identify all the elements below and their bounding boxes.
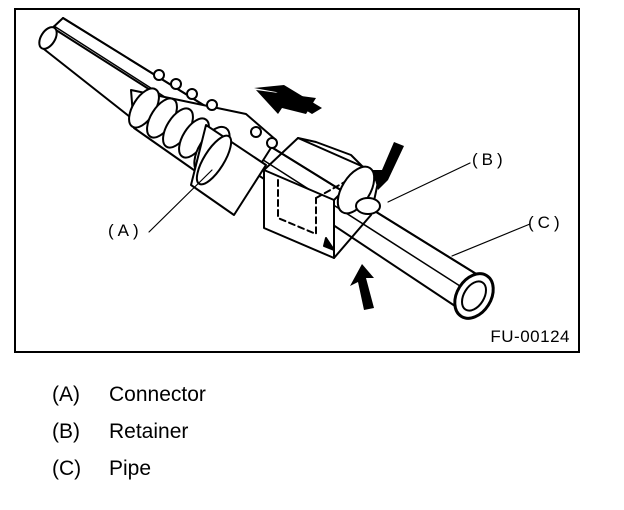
legend-label: Connector (109, 383, 206, 406)
connector-drawing (128, 69, 278, 216)
retainer-drawing (263, 137, 381, 259)
figure-id: FU-00124 (490, 327, 570, 346)
leader-lines (148, 162, 531, 257)
legend-label: Retainer (109, 420, 189, 443)
arrow-press-bottom-icon (350, 264, 374, 310)
callout-a: (A) (108, 221, 143, 240)
connector-pipe-diagram (38, 17, 531, 320)
legend-key: (A) (52, 383, 80, 406)
callout-b: (B) (472, 150, 507, 169)
pipe-drawing (45, 17, 495, 320)
callout-c: (C) (528, 213, 564, 232)
arrows (254, 85, 404, 310)
legend-key: (B) (52, 420, 80, 443)
figure-frame: (A) (B) (C) FU-00124 (14, 8, 580, 353)
arrow-press-top-icon (372, 142, 404, 190)
legend-key: (C) (52, 457, 82, 480)
legend-label: Pipe (109, 457, 152, 480)
